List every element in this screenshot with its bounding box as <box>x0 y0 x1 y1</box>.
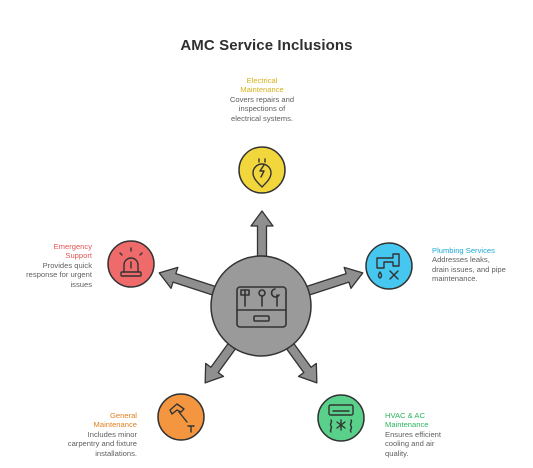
hvac-node <box>317 394 365 442</box>
emergency-label: Emergency Support Provides quick respons… <box>0 242 92 289</box>
plumbing-desc-3: maintenance. <box>432 274 478 284</box>
hvac-desc-1: Ensures efficient <box>385 429 442 439</box>
electrical-label: Electrical Maintenance Covers repairs an… <box>212 76 312 123</box>
general-desc-3: installations. <box>95 448 137 458</box>
general-label: General Maintenance Includes minor carpe… <box>37 411 137 458</box>
emergency-title-1: Emergency <box>53 242 92 251</box>
hub-circle <box>210 255 312 357</box>
electrical-node <box>238 146 286 194</box>
electric-plug-icon <box>252 158 272 188</box>
general-title-2: Maintenance <box>93 420 137 430</box>
electrical-title-1: Electrical <box>246 76 278 85</box>
emergency-desc-3: issues <box>70 279 92 289</box>
emergency-desc-2: response for urgent <box>26 270 92 280</box>
electrical-desc-2: inspections of <box>238 104 286 114</box>
emergency-desc-1: Provides quick <box>42 260 92 270</box>
siren-icon <box>119 247 143 277</box>
toolbox-icon <box>236 286 287 328</box>
plumbing-desc-2: drain issues, and pipe <box>432 264 506 274</box>
hammer-icon <box>169 403 195 433</box>
general-title-1: General <box>109 411 137 420</box>
general-desc-1: Includes minor <box>87 429 137 439</box>
diagram-title: AMC Service Inclusions <box>180 37 353 54</box>
hvac-label: HVAC & AC Maintenance Ensures efficient … <box>385 411 485 458</box>
general-node <box>157 393 205 441</box>
electrical-title-2: Maintenance <box>240 85 284 95</box>
plumbing-node <box>365 242 413 290</box>
general-desc-2: carpentry and fixture <box>67 439 137 449</box>
arrow-electrical <box>250 210 274 257</box>
faucet-icon <box>376 253 400 280</box>
hvac-desc-2: cooling and air <box>385 439 435 449</box>
plumbing-desc-1: Addresses leaks, <box>432 255 490 265</box>
electrical-desc-1: Covers repairs and <box>229 94 295 104</box>
plumbing-title-1: Plumbing Services <box>432 246 495 255</box>
electrical-desc-3: electrical systems. <box>230 113 294 123</box>
hvac-title-2: Maintenance <box>385 420 429 430</box>
hvac-title-1: HVAC & AC <box>385 411 425 420</box>
plumbing-label: Plumbing Services Addresses leaks, drain… <box>432 246 532 284</box>
air-conditioner-icon <box>328 404 354 433</box>
hvac-desc-3: quality. <box>385 448 409 458</box>
emergency-title-2: Support <box>65 251 92 261</box>
